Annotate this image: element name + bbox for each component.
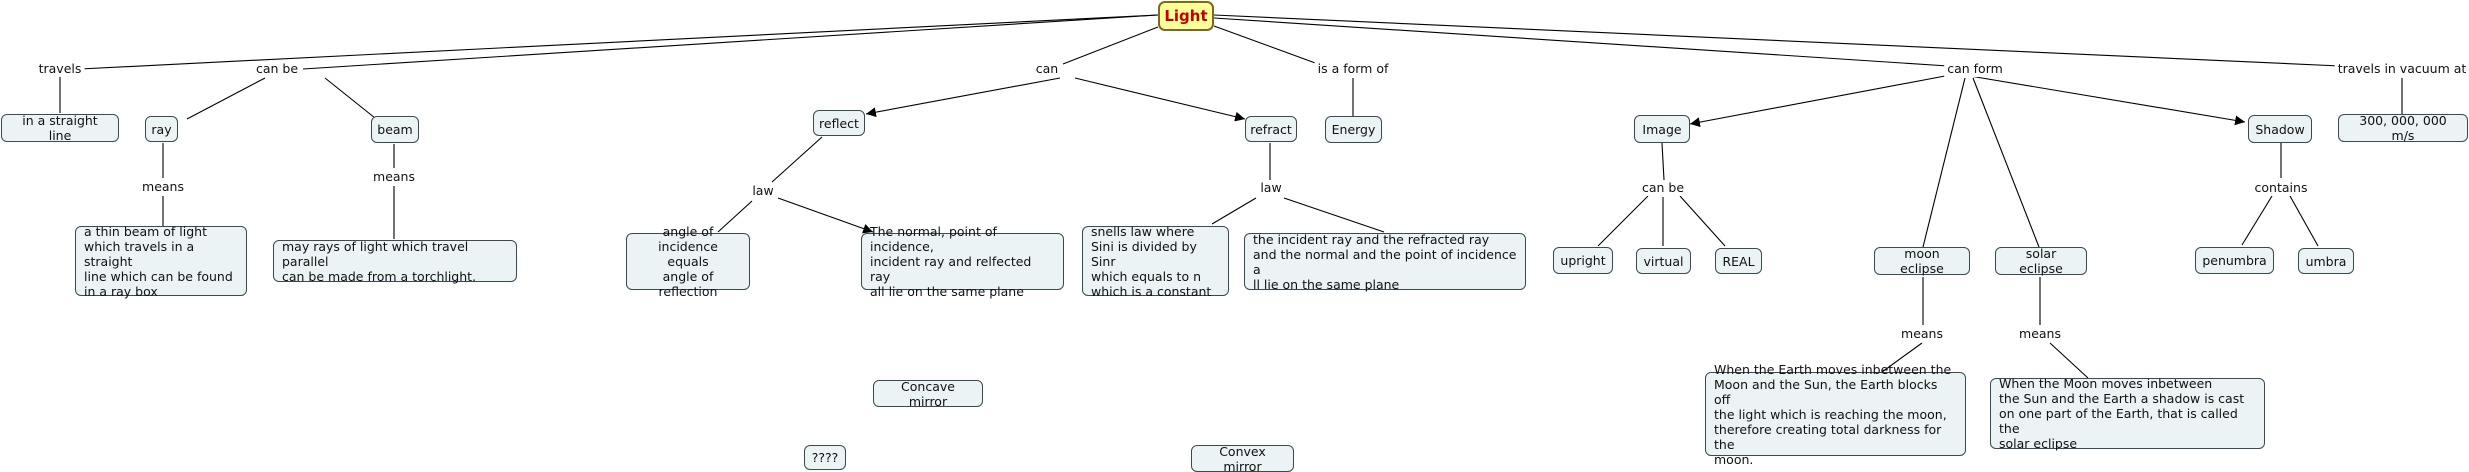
link-reflect-law: law <box>749 183 777 199</box>
concept-solar-eclipse-description[interactable]: When the Moon moves inbetween the Sun an… <box>1990 376 2265 451</box>
link-ray-means: means <box>139 179 187 195</box>
concept-upright[interactable]: upright <box>1553 247 1613 274</box>
link-can-be: can be <box>252 61 302 77</box>
concept-penumbra[interactable]: penumbra <box>2195 247 2274 274</box>
concept-moon-eclipse-description[interactable]: When the Earth moves inbetween the Moon … <box>1705 362 1966 467</box>
concept-snells-law[interactable]: snells law where Sini is divided by Sinr… <box>1082 224 1229 299</box>
concept-convex-mirror[interactable]: Convex mirror <box>1191 444 1294 472</box>
concept-in-a-straight-line[interactable]: in a straight line <box>1 113 119 143</box>
concept-reflect[interactable]: reflect <box>813 110 865 136</box>
concept-energy[interactable]: Energy <box>1325 116 1382 143</box>
concept-beam-description[interactable]: may rays of light which travel parallel … <box>273 239 517 284</box>
link-image-can-be: can be <box>1638 180 1688 196</box>
root-concept-light[interactable]: Light <box>1158 1 1214 31</box>
link-travels-in-vacuum: travels in vacuum at <box>2334 61 2469 77</box>
concept-speed-of-light[interactable]: 300, 000, 000 m/s <box>2338 113 2468 143</box>
concept-beam[interactable]: beam <box>371 116 419 143</box>
link-beam-means: means <box>370 169 418 185</box>
link-refract-law: law <box>1257 180 1285 196</box>
concept-real[interactable]: REAL <box>1715 248 1762 274</box>
link-shadow-contains: contains <box>2251 180 2311 196</box>
concept-ray-description[interactable]: a thin beam of light which travels in a … <box>75 224 247 299</box>
link-solar-means: means <box>2016 326 2064 342</box>
link-can: can <box>1032 61 1062 77</box>
concept-concave-mirror[interactable]: Concave mirror <box>873 379 983 409</box>
link-can-form: can form <box>1944 61 2006 77</box>
concept-image[interactable]: Image <box>1634 115 1690 143</box>
concept-refraction-plane[interactable]: the incident ray and the refracted ray a… <box>1244 232 1526 292</box>
concept-virtual[interactable]: virtual <box>1636 248 1691 274</box>
concept-refract[interactable]: refract <box>1245 116 1297 142</box>
concept-solar-eclipse[interactable]: solar eclipse <box>1995 246 2087 276</box>
concept-reflection-plane[interactable]: The normal, point of incidence, incident… <box>861 224 1064 299</box>
link-is-a-form-of: is a form of <box>1314 61 1392 77</box>
concept-shadow[interactable]: Shadow <box>2248 115 2312 143</box>
concept-angle-of-incidence[interactable]: angle of incidence equals angle of refle… <box>626 224 750 299</box>
concept-umbra[interactable]: umbra <box>2298 248 2354 274</box>
link-moon-means: means <box>1898 326 1946 342</box>
concept-ray[interactable]: ray <box>145 116 178 142</box>
link-travels: travels <box>35 61 85 77</box>
concept-unknown[interactable]: ???? <box>804 445 846 470</box>
concept-moon-eclipse[interactable]: moon eclipse <box>1874 246 1970 276</box>
